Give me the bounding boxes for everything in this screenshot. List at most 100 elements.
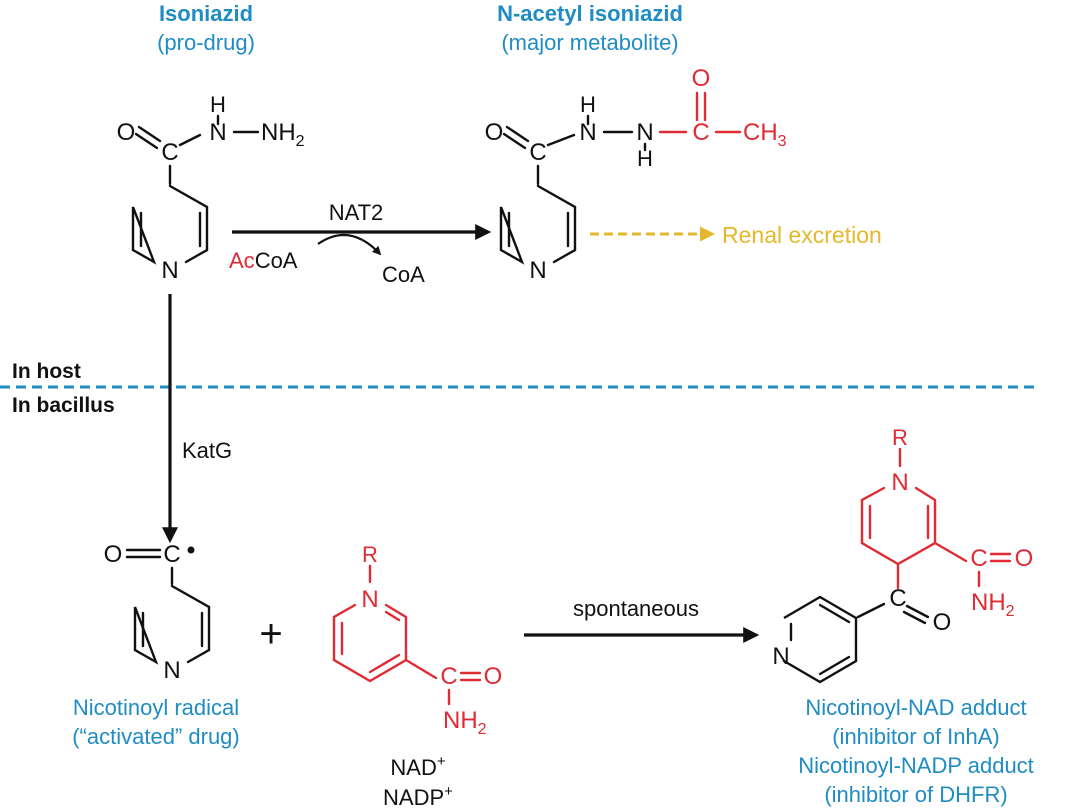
isoniazid-structure: O C H N NH2 N	[117, 92, 305, 284]
nadp-label-charge: +	[444, 783, 453, 800]
compartment-divider: In host In bacillus	[0, 360, 1038, 417]
in-bacillus-label: In bacillus	[12, 394, 115, 417]
acetyl-carbonyl-carbon: C	[529, 139, 546, 166]
acetyl-methyl-base: CH	[743, 119, 778, 146]
adduct-caption-line4: (inhibitor of DHFR)	[824, 782, 1007, 807]
isoniazid-pyridine-ring	[131, 184, 209, 265]
acetyl-nitrogen-1: N	[579, 119, 596, 146]
acetyl-methyl-subscript: 3	[778, 133, 787, 150]
adduct-carbonyl-ring-bond	[856, 602, 886, 619]
adduct-dihydropyridine-ring	[860, 486, 937, 566]
adduct-amide-amine-base: NH	[971, 589, 1006, 616]
adduct-amide-carbon: C	[970, 545, 987, 572]
isoniazid-ring-nitrogen: N	[161, 257, 178, 284]
adduct-ring-inner-bond-a	[818, 603, 851, 624]
adduct-pyridine-ring-top-bond	[818, 595, 858, 620]
adduct-ring-nitrogen: N	[891, 469, 908, 496]
acetyl-cn-bond	[546, 133, 576, 147]
acetyl-heading: N-acetyl isoniazid (major metabolite)	[497, 1, 683, 55]
radical-ring-nitrogen: N	[163, 657, 180, 684]
adduct-co-double-bond-a	[905, 604, 930, 619]
nad-label: NAD+	[390, 753, 445, 780]
isoniazid-amine-subscript: 2	[296, 133, 305, 150]
nad-r-group: R	[362, 542, 378, 567]
nad-structure: R N C O NH2	[332, 542, 503, 738]
radical-carbonyl-carbon: C	[163, 541, 180, 568]
isoniazid-carbonyl-carbon: C	[161, 139, 178, 166]
adduct-amide-amine-subscript: 2	[1006, 603, 1015, 620]
nad-ring-carboxamide-bond	[404, 658, 438, 680]
nad-ring-inner-bond-c	[384, 610, 401, 622]
acetyl-title: N-acetyl isoniazid	[497, 1, 683, 26]
adduct-caption: Nicotinoyl-NAD adduct (inhibitor of InhA…	[798, 695, 1034, 807]
nad-amide-carbon: C	[440, 663, 457, 690]
radical-oxygen: O	[104, 541, 123, 568]
adduct-amide-oxygen: O	[1015, 545, 1034, 572]
isoniazid-heading: Isoniazid (pro-drug)	[157, 1, 255, 55]
spontaneous-reaction: spontaneous	[524, 596, 760, 643]
isoniazid-hydrazide-nitrogen: N	[209, 119, 226, 146]
acetyl-hydrogen-bottom: H	[637, 146, 653, 171]
nad-amide-amine-subscript: 2	[478, 721, 487, 738]
nicotinoyl-radical-caption: Nicotinoyl radical (“activated” drug)	[72, 695, 240, 749]
adduct-amide-amine: NH2	[971, 589, 1015, 620]
acetyl-subtitle: (major metabolite)	[501, 30, 678, 55]
isoniazid-hydrogen: H	[210, 92, 226, 117]
coa-product-label: CoA	[382, 262, 425, 287]
adduct-ring-carboxamide-bond	[933, 541, 968, 563]
nad-ring-nitrogen: N	[361, 586, 378, 613]
acetyl-coa-coa-part: CoA	[255, 248, 298, 273]
nadp-label: NADP+	[383, 783, 453, 810]
isoniazid-amine-base: NH	[261, 119, 296, 146]
nad-amide-oxygen: O	[484, 663, 503, 690]
acetyl-oxygen: O	[485, 119, 504, 146]
katg-activation: KatG	[162, 294, 232, 544]
acetyl-co-double-bond-a	[505, 125, 530, 143]
acetyl-isoniazid-structure: O C H N N H O C CH3 N	[485, 65, 787, 284]
acetyl-group-carbon: C	[692, 119, 709, 146]
katg-enzyme-label: KatG	[182, 438, 232, 463]
acetyl-coa-label: AcCoA	[229, 248, 298, 273]
in-host-label: In host	[12, 360, 81, 383]
isoniazid-amine: NH2	[261, 119, 305, 150]
plus-sign: +	[259, 612, 282, 656]
adduct-carbonyl-oxygen: O	[933, 609, 952, 636]
nad-caption: NAD+ NADP+	[383, 753, 453, 810]
radical-caption-line1: Nicotinoyl radical	[73, 695, 239, 720]
adduct-caption-line3: Nicotinoyl-NADP adduct	[798, 753, 1034, 778]
acetyl-group-oxygen: O	[692, 65, 711, 92]
nicotinoyl-radical-structure: O C N	[104, 541, 211, 684]
acetyl-coa-acetyl-part: Ac	[229, 248, 255, 273]
nad-label-charge: +	[437, 753, 446, 770]
radical-electron-dot	[187, 546, 195, 554]
spontaneous-label: spontaneous	[573, 596, 699, 621]
nat2-reaction: NAT2 AcCoA CoA	[229, 200, 492, 287]
acetyl-ring-nitrogen: N	[529, 257, 546, 284]
isoniazid-cn-bond	[178, 133, 202, 147]
nad-pyridinium-ring	[332, 603, 408, 683]
nad-amide-amine: NH2	[443, 707, 487, 738]
renal-excretion: Renal excretion	[590, 222, 882, 248]
acetyl-coa-cofactor-arrow	[317, 234, 382, 256]
isoniazid-oxygen: O	[117, 119, 136, 146]
nadp-label-base: NADP	[383, 785, 444, 810]
isoniazid-co-double-bond-b	[134, 132, 159, 150]
adduct-co-double-bond-b	[902, 610, 927, 625]
adduct-structure: R N C O NH2 C O N	[772, 425, 1034, 684]
isoniazid-title: Isoniazid	[159, 1, 253, 26]
adduct-ring-inner-bond-b	[818, 655, 851, 676]
adduct-r-group: R	[892, 425, 908, 450]
acetyl-methyl: CH3	[743, 119, 787, 150]
adduct-caption-line2: (inhibitor of InhA)	[832, 724, 1000, 749]
nad-amide-amine-base: NH	[443, 707, 478, 734]
isoniazid-subtitle: (pro-drug)	[157, 30, 255, 55]
nad-ring-inner-bond-b	[368, 653, 401, 674]
acetyl-hydrogen-top: H	[580, 92, 596, 117]
nat2-enzyme-label: NAT2	[329, 200, 384, 225]
adduct-pyridine-ring	[782, 595, 858, 684]
radical-pyridine-ring	[133, 584, 211, 665]
renal-excretion-label: Renal excretion	[722, 222, 882, 248]
acetyl-nitrogen-2: N	[636, 119, 653, 146]
adduct-caption-line1: Nicotinoyl-NAD adduct	[805, 695, 1026, 720]
